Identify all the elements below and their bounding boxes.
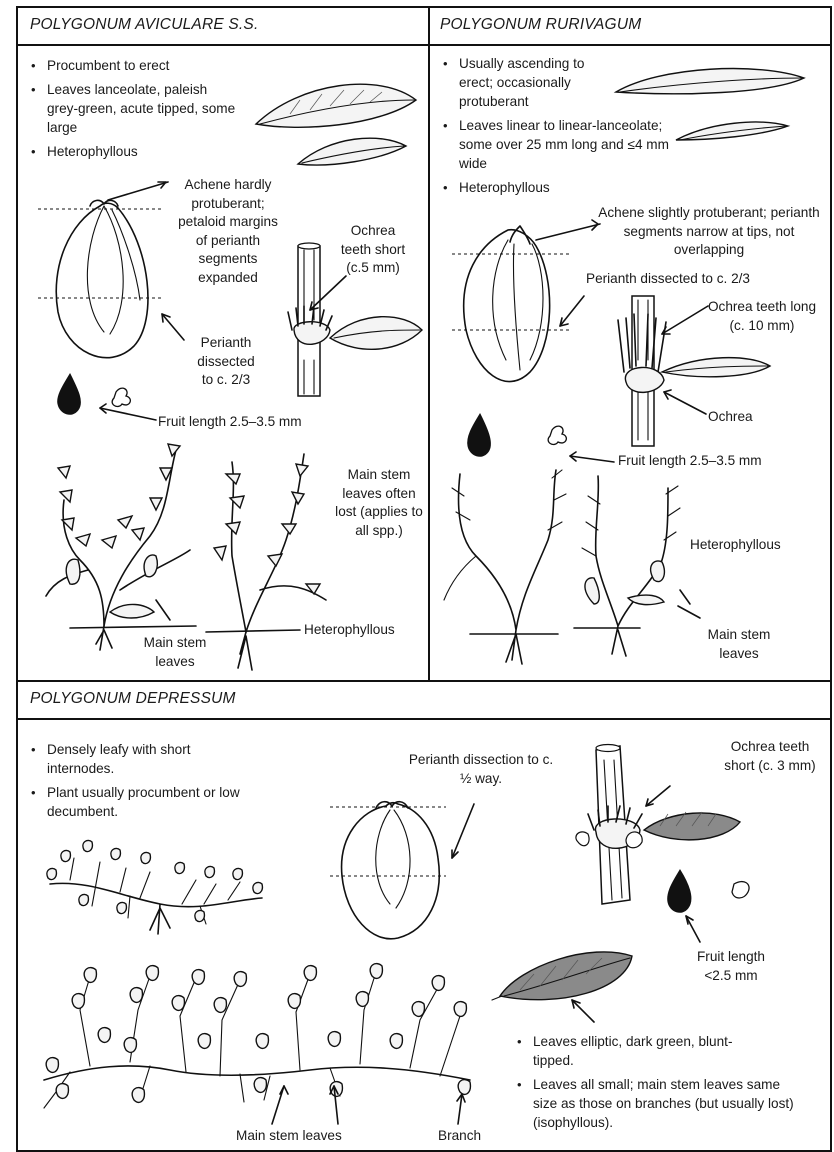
aviculare-stem-arrow <box>156 600 170 620</box>
depressum-fruit <box>668 870 749 942</box>
rurivagum-leaf-short <box>676 122 788 140</box>
aviculare-leaf-large <box>256 84 416 127</box>
aviculare-leaf-small <box>298 138 406 165</box>
depressum-ochrea-drawing <box>576 745 740 905</box>
rurivagum-ochrea-drawing <box>618 296 770 446</box>
rurivagum-plant-1 <box>444 470 566 664</box>
depressum-leaf <box>492 952 632 1022</box>
rurivagum-plant-2 <box>574 476 700 656</box>
aviculare-plant-1 <box>46 444 196 650</box>
aviculare-achene-diagram <box>38 182 184 358</box>
rurivagum-fruit <box>468 414 614 462</box>
depressum-plant-large <box>44 964 470 1124</box>
aviculare-plant-2 <box>206 454 326 670</box>
rurivagum-achene-diagram <box>452 220 600 382</box>
depressum-perianth-diagram <box>330 802 474 939</box>
rurivagum-leaf-long <box>616 69 804 94</box>
depressum-plant-small <box>47 840 262 934</box>
aviculare-ochrea-drawing <box>288 243 422 396</box>
aviculare-fruit <box>58 374 156 420</box>
